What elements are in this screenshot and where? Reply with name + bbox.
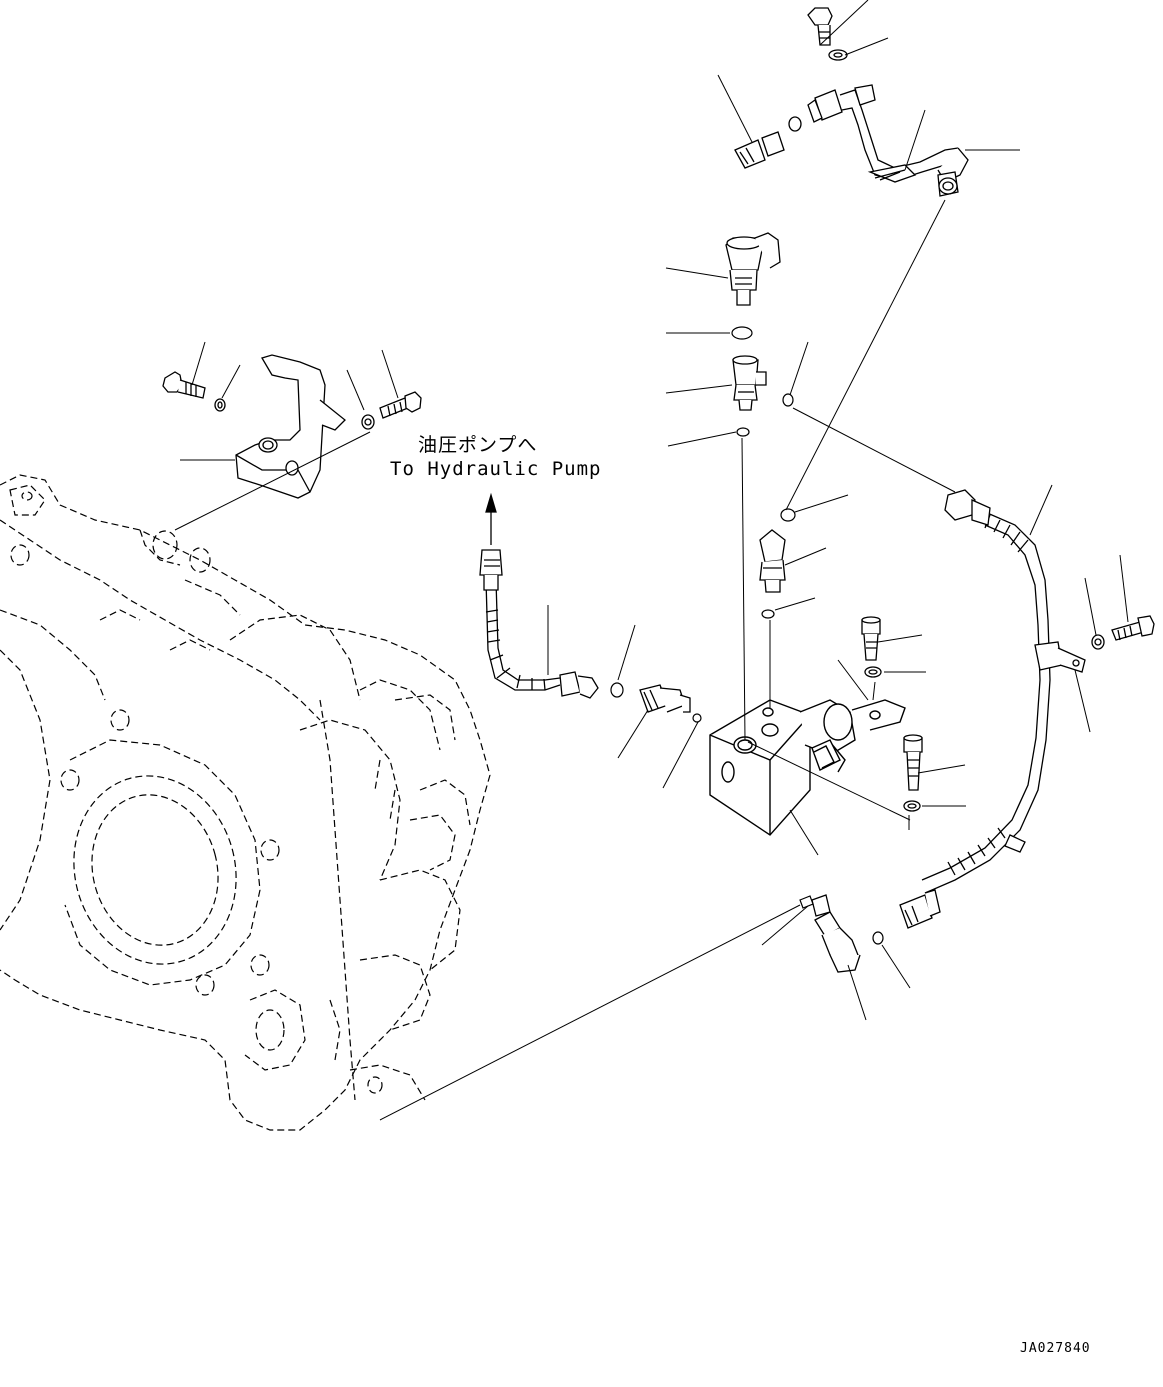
leader-lines bbox=[180, 0, 1128, 1020]
o-ring bbox=[611, 683, 623, 697]
o-ring bbox=[762, 610, 774, 618]
bracket-assembly bbox=[163, 355, 421, 498]
o-ring bbox=[693, 714, 701, 722]
o-ring bbox=[873, 932, 883, 944]
assembly-lines bbox=[175, 200, 955, 1120]
o-ring bbox=[783, 394, 793, 406]
lower-elbow-fitting bbox=[812, 895, 860, 972]
pressure-sensor bbox=[640, 685, 690, 712]
pipe-assembly-top bbox=[735, 8, 968, 196]
callout-english: To Hydraulic Pump bbox=[390, 458, 602, 480]
transmission-housing bbox=[0, 475, 490, 1130]
plug bbox=[800, 896, 813, 908]
hose-clamp-bolt bbox=[1092, 616, 1154, 649]
tee-fitting bbox=[733, 356, 766, 410]
bolts-block bbox=[862, 617, 922, 811]
o-ring bbox=[781, 509, 795, 521]
elbow-fitting bbox=[760, 530, 785, 592]
hose-right bbox=[900, 490, 1085, 928]
hose-to-pump bbox=[480, 495, 598, 698]
o-ring bbox=[732, 327, 752, 339]
o-ring bbox=[737, 428, 749, 436]
drawing-number: JA027840 bbox=[1020, 1341, 1091, 1356]
pressure-switch bbox=[726, 233, 780, 305]
callout-japanese: 油圧ポンプへ bbox=[418, 434, 538, 456]
valve-block bbox=[710, 700, 905, 835]
